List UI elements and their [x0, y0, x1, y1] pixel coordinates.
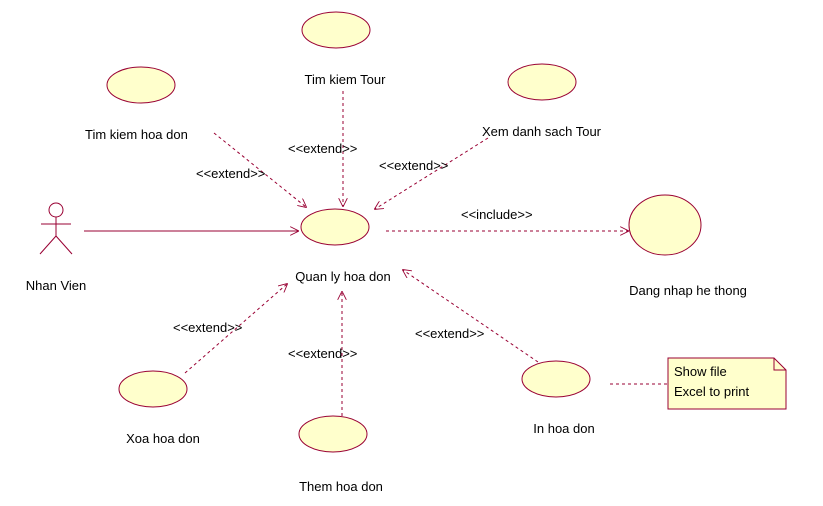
usecase-label-quan-ly: Quan ly hoa don — [295, 269, 390, 284]
extend-label-xoa: <<extend>> — [173, 320, 242, 335]
extend-tim-hoa-don-line — [213, 132, 306, 207]
note-show-file[interactable] — [667, 357, 787, 410]
usecase-tim-kiem-tour[interactable] — [301, 11, 371, 49]
usecase-label-dang-nhap: Dang nhap he thong — [629, 283, 747, 298]
usecase-label-xoa: Xoa hoa don — [126, 431, 200, 446]
usecase-label-them: Them hoa don — [299, 479, 383, 494]
usecase-tim-kiem-hoa-don[interactable] — [106, 66, 176, 104]
extend-label-xem-tour: <<extend>> — [379, 158, 448, 173]
extend-label-in: <<extend>> — [415, 326, 484, 341]
usecase-label-tim-hoa-don: Tim kiem hoa don — [85, 127, 188, 142]
extend-label-tim-tour: <<extend>> — [288, 141, 357, 156]
extend-xem-tour-line — [375, 137, 489, 209]
note-line-2: Excel to print — [674, 384, 750, 399]
actor-nhan-vien[interactable] — [39, 202, 73, 255]
extend-xoa-line — [184, 284, 287, 374]
extend-in-line — [403, 270, 539, 363]
usecase-xem-danh-sach-tour[interactable] — [507, 63, 577, 101]
usecase-label-in: In hoa don — [533, 421, 594, 436]
usecase-dang-nhap-he-thong[interactable] — [628, 194, 702, 256]
usecase-in-hoa-don[interactable] — [521, 360, 591, 398]
actor-label: Nhan Vien — [26, 278, 86, 293]
usecase-label-tim-tour: Tim kiem Tour — [305, 72, 387, 87]
usecase-quan-ly-hoa-don[interactable] — [300, 208, 370, 246]
usecase-xoa-hoa-don[interactable] — [118, 370, 188, 408]
note-line-1: Show file — [674, 364, 727, 379]
usecase-them-hoa-don[interactable] — [298, 415, 368, 453]
usecase-label-xem-tour: Xem danh sach Tour — [482, 124, 602, 139]
extend-label-tim-hoa-don: <<extend>> — [196, 166, 265, 181]
extend-label-them: <<extend>> — [288, 346, 357, 361]
include-label-dang-nhap: <<include>> — [461, 207, 533, 222]
